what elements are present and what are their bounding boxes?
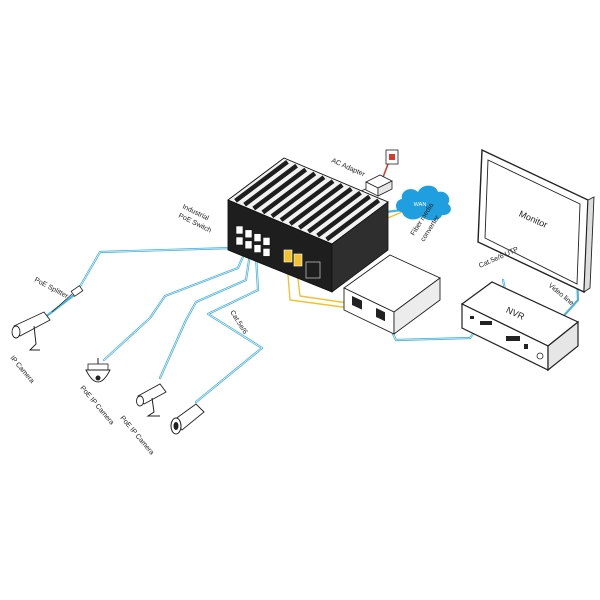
splitter-body [70, 285, 84, 297]
fiber-media-converter-icon [343, 254, 441, 335]
nvr-port [480, 321, 492, 325]
ac-adapter-label: AC Adapter [330, 157, 366, 178]
switch-rj45-port [262, 248, 271, 257]
nvr-side [547, 320, 579, 372]
nvr-power-button [536, 352, 544, 360]
monitor-side [583, 196, 595, 293]
poe-splitter-label: PoE Splitter [33, 277, 70, 301]
switch-heat-fin [288, 183, 344, 226]
switch-heat-fin [234, 160, 289, 203]
switch-heat-fin [243, 163, 298, 207]
switch-heat-fin [252, 167, 308, 211]
ac-adapter-icon [365, 174, 393, 197]
nvr-icon: NVR [460, 281, 580, 372]
cable-switch-to-splitter [76, 246, 242, 292]
poe-camera-lens [136, 395, 144, 407]
industrial-poe-switch-icon [227, 157, 389, 293]
cable-switch-to-box-camera [194, 254, 264, 404]
cable-switch-to-ptz-camera-inner [159, 253, 251, 379]
switch-heat-fin [325, 198, 381, 242]
converter-fiber-port [352, 296, 362, 310]
converter-rj45-port [376, 308, 385, 322]
switch-sfp-port [283, 249, 293, 263]
switch-heat-fin [297, 187, 353, 230]
switch-rj45-port [244, 229, 253, 239]
ip-camera-lens [11, 325, 21, 339]
poe-camera-mount [146, 397, 160, 417]
dome-camera-icon [85, 358, 111, 383]
bullet-camera-icon [136, 383, 167, 417]
cat-cable-label: Cat.5e/6 [228, 309, 248, 335]
switch-rj45-port [235, 225, 244, 235]
socket-plug [389, 154, 395, 160]
switch-rj45-port [235, 236, 244, 246]
switch-terminal-block [305, 261, 321, 279]
cable-switch-to-box-camera-inner [195, 255, 263, 403]
ip-camera-mount [28, 325, 40, 351]
switch-heat-fins [234, 160, 381, 242]
switch-heat-fin [270, 175, 326, 219]
switch-rj45-port [253, 244, 262, 253]
poe-splitter-icon [51, 285, 84, 313]
cloud-icon: WAN [396, 185, 451, 221]
poe-ip-camera-label-2: PoE IP Camera [118, 415, 155, 457]
wall-socket-icon [385, 149, 399, 165]
switch-heat-fin [279, 179, 335, 222]
switch-rj45-port [262, 237, 271, 246]
switch-heat-fin [316, 194, 371, 238]
dome-camera-lens [95, 375, 101, 381]
nvr-port [524, 344, 528, 349]
cable-switch-to-splitter-inner [77, 247, 241, 291]
wan-label: WAN [414, 202, 427, 208]
monitor-icon: Monitor [477, 148, 595, 294]
nvr-front-ports [470, 316, 528, 349]
box-camera-icon [170, 403, 205, 435]
switch-rj45-ports [235, 225, 271, 257]
adapter-side [377, 180, 393, 197]
bullet-camera-icon [11, 311, 51, 351]
switch-rj45-port [244, 240, 253, 250]
ip-camera-label: IP Camera [8, 355, 35, 385]
wan-cloud [396, 185, 451, 221]
switch-heat-fin [261, 171, 317, 215]
cable-splitter-to-ip-camera [42, 290, 80, 320]
switch-rj45-port [253, 233, 262, 242]
box-camera-lens-inner [173, 422, 179, 430]
dome-camera-base [87, 363, 109, 371]
monitor-screen [484, 159, 581, 285]
switch-heat-fin [307, 190, 362, 234]
switch-side-face [331, 201, 389, 293]
splitter-dc-lead [51, 293, 73, 313]
nvr-port [470, 316, 474, 319]
converter-side [393, 277, 441, 335]
switch-sfp-port [293, 253, 303, 267]
cable-switch-to-dome-camera-inner [103, 251, 246, 361]
nvr-port [506, 336, 520, 341]
poe-ip-camera-label-1: PoE IP Camera [78, 385, 115, 427]
